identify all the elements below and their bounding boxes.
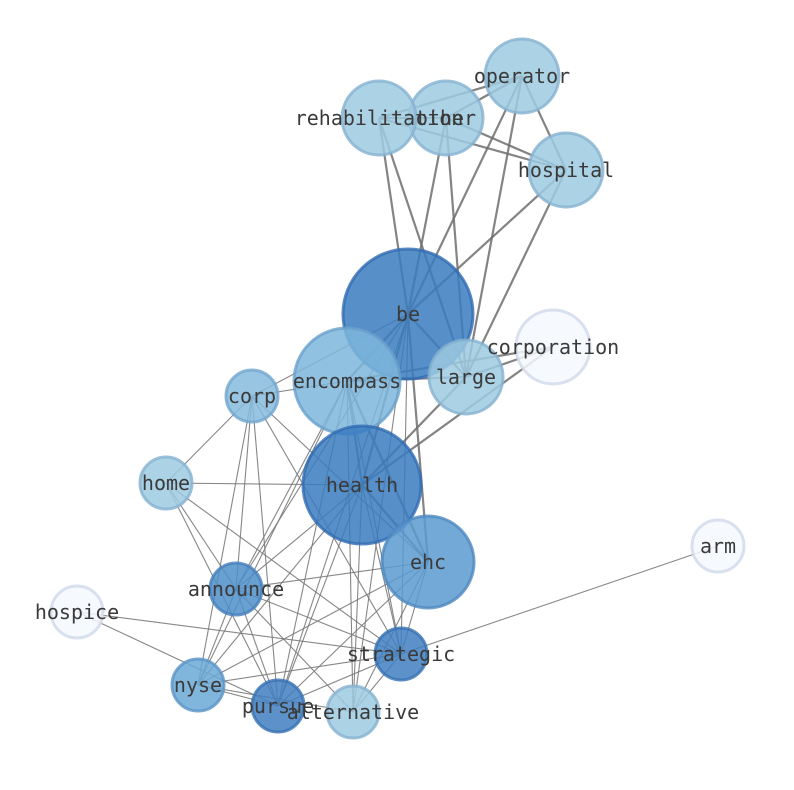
node-announce[interactable]: [208, 561, 264, 617]
node-label-corporation: corporation: [487, 335, 619, 359]
node-arm[interactable]: [690, 518, 746, 574]
node-health[interactable]: [301, 424, 423, 546]
node-label-other: other: [416, 106, 476, 130]
node-label-nyse: nyse: [174, 673, 222, 697]
edge-arm-strategic: [400, 545, 719, 655]
node-strategic[interactable]: [373, 626, 429, 682]
node-label-hospital: hospital: [518, 158, 614, 182]
node-nyse[interactable]: [170, 657, 226, 713]
node-layer: [49, 37, 746, 740]
node-alternative[interactable]: [325, 684, 381, 740]
edge-corp-announce: [235, 395, 253, 590]
node-label-announce: announce: [188, 577, 284, 601]
node-hospital[interactable]: [527, 131, 605, 209]
node-corp[interactable]: [224, 368, 280, 424]
node-label-home: home: [142, 471, 190, 495]
node-label-corp: corp: [228, 384, 276, 408]
edge-strategic-nyse: [197, 653, 402, 686]
node-pursue[interactable]: [250, 678, 306, 734]
edge-corp-pursue: [251, 395, 279, 707]
node-label-pursue: pursue: [242, 694, 314, 718]
edge-hospice-pursue: [76, 611, 279, 707]
edge-hospice-strategic: [76, 611, 402, 655]
node-label-health: health: [326, 473, 398, 497]
node-rehabilitation[interactable]: [340, 79, 418, 157]
node-label-be: be: [396, 302, 420, 326]
edge-corp-nyse: [197, 395, 253, 686]
node-label-arm: arm: [700, 534, 736, 558]
node-home[interactable]: [138, 455, 194, 511]
node-label-alternative: alternative: [287, 700, 419, 724]
edge-announce-strategic: [235, 588, 402, 655]
node-corporation[interactable]: [514, 308, 592, 386]
node-label-strategic: strategic: [347, 642, 455, 666]
node-label-ehc: ehc: [410, 550, 446, 574]
node-ehc[interactable]: [380, 514, 476, 610]
node-operator[interactable]: [483, 37, 561, 115]
node-label-encompass: encompass: [293, 369, 401, 393]
node-label-hospice: hospice: [35, 600, 119, 624]
node-label-large: large: [436, 365, 496, 389]
edge-operator-large: [464, 75, 524, 378]
node-hospice[interactable]: [49, 584, 105, 640]
edge-announce-alternative: [235, 588, 354, 713]
node-label-operator: operator: [474, 64, 570, 88]
node-label-rehabilitation: rehabilitation: [295, 106, 464, 130]
edge-encompass-nyse: [197, 380, 348, 686]
node-large[interactable]: [427, 338, 505, 416]
